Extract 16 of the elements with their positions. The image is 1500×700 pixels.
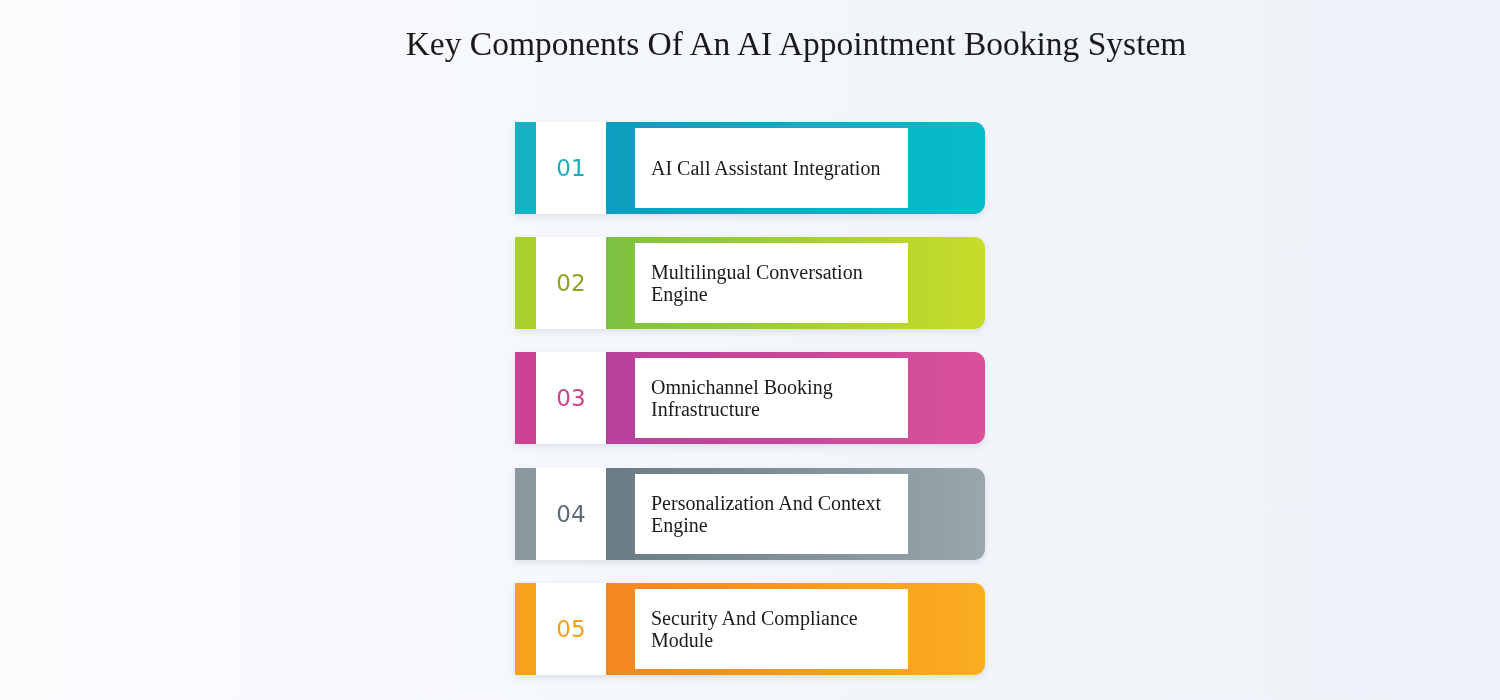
step-band bbox=[515, 468, 985, 560]
step-title: Multilingual Conversation Engine bbox=[651, 261, 864, 305]
step-band bbox=[515, 122, 985, 214]
step-number: 03 bbox=[556, 387, 586, 410]
diagram-title: Key Components Of An AI Appointment Booking System bbox=[405, 25, 1187, 63]
step-title: Personalization And Context Engine bbox=[651, 492, 882, 536]
step-number: 02 bbox=[556, 272, 586, 295]
step-title: AI Call Assistant Integration bbox=[651, 157, 881, 179]
step-number: 01 bbox=[556, 157, 586, 180]
step-title: Security And Compliance Module bbox=[651, 607, 859, 651]
step-title: Omnichannel Booking Infrastructure bbox=[651, 376, 834, 420]
step-band bbox=[515, 583, 985, 675]
step-band bbox=[515, 352, 985, 444]
step-number: 04 bbox=[556, 503, 586, 526]
step-band bbox=[515, 237, 985, 329]
step-number: 05 bbox=[556, 618, 586, 641]
